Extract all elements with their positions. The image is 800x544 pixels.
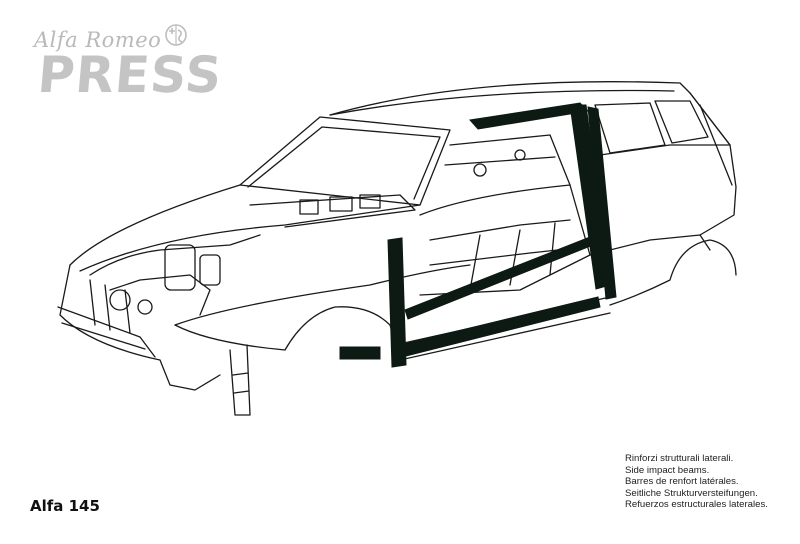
brand-script-text: Alfa Romeo bbox=[34, 28, 162, 52]
caption-line-en: Side impact beams. bbox=[625, 464, 710, 476]
alfa-romeo-emblem-icon bbox=[165, 24, 187, 46]
caption-line-it: Rinforzi strutturali laterali. bbox=[625, 453, 734, 464]
car-body-cutaway-drawing bbox=[57, 81, 737, 416]
caption-line-fr: Barres de renfort latérales. bbox=[625, 476, 739, 488]
caption-line-es: Refuerzos estructurales laterales. bbox=[625, 499, 768, 511]
model-label: Alfa 145 bbox=[30, 497, 100, 515]
press-logo: Alfa Romeo PRESS bbox=[28, 22, 225, 118]
caption-block: Rinforzi strutturali laterali. Side impa… bbox=[625, 453, 790, 511]
caption-line-de: Seitliche Strukturversteifungen. bbox=[625, 487, 758, 499]
